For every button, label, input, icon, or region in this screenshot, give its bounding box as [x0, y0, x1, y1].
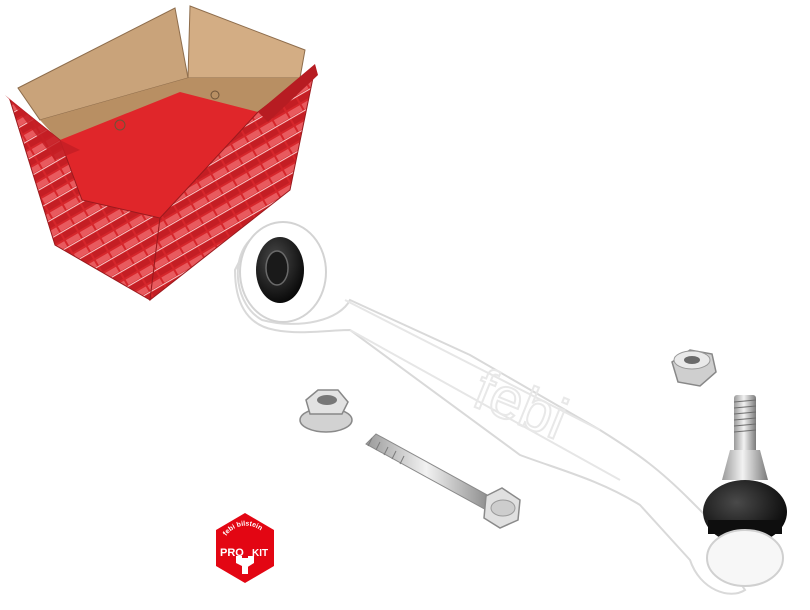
control-arm: febi	[233, 221, 747, 595]
lock-nut	[671, 349, 717, 387]
box-interior	[60, 92, 258, 218]
box-side-right	[149, 66, 316, 302]
box-flap-front-left	[5, 95, 80, 160]
wrench-icon	[236, 556, 254, 574]
bolt	[365, 433, 521, 529]
badge-kit-text: KIT	[252, 548, 268, 559]
box-flap-back-right	[187, 5, 306, 79]
flange-nut	[299, 389, 353, 433]
ball-joint	[703, 395, 787, 587]
box-flap-front-right	[258, 64, 318, 122]
febi-box	[5, 5, 318, 302]
prokit-badge: febi bilstein PRO KIT	[216, 513, 274, 583]
